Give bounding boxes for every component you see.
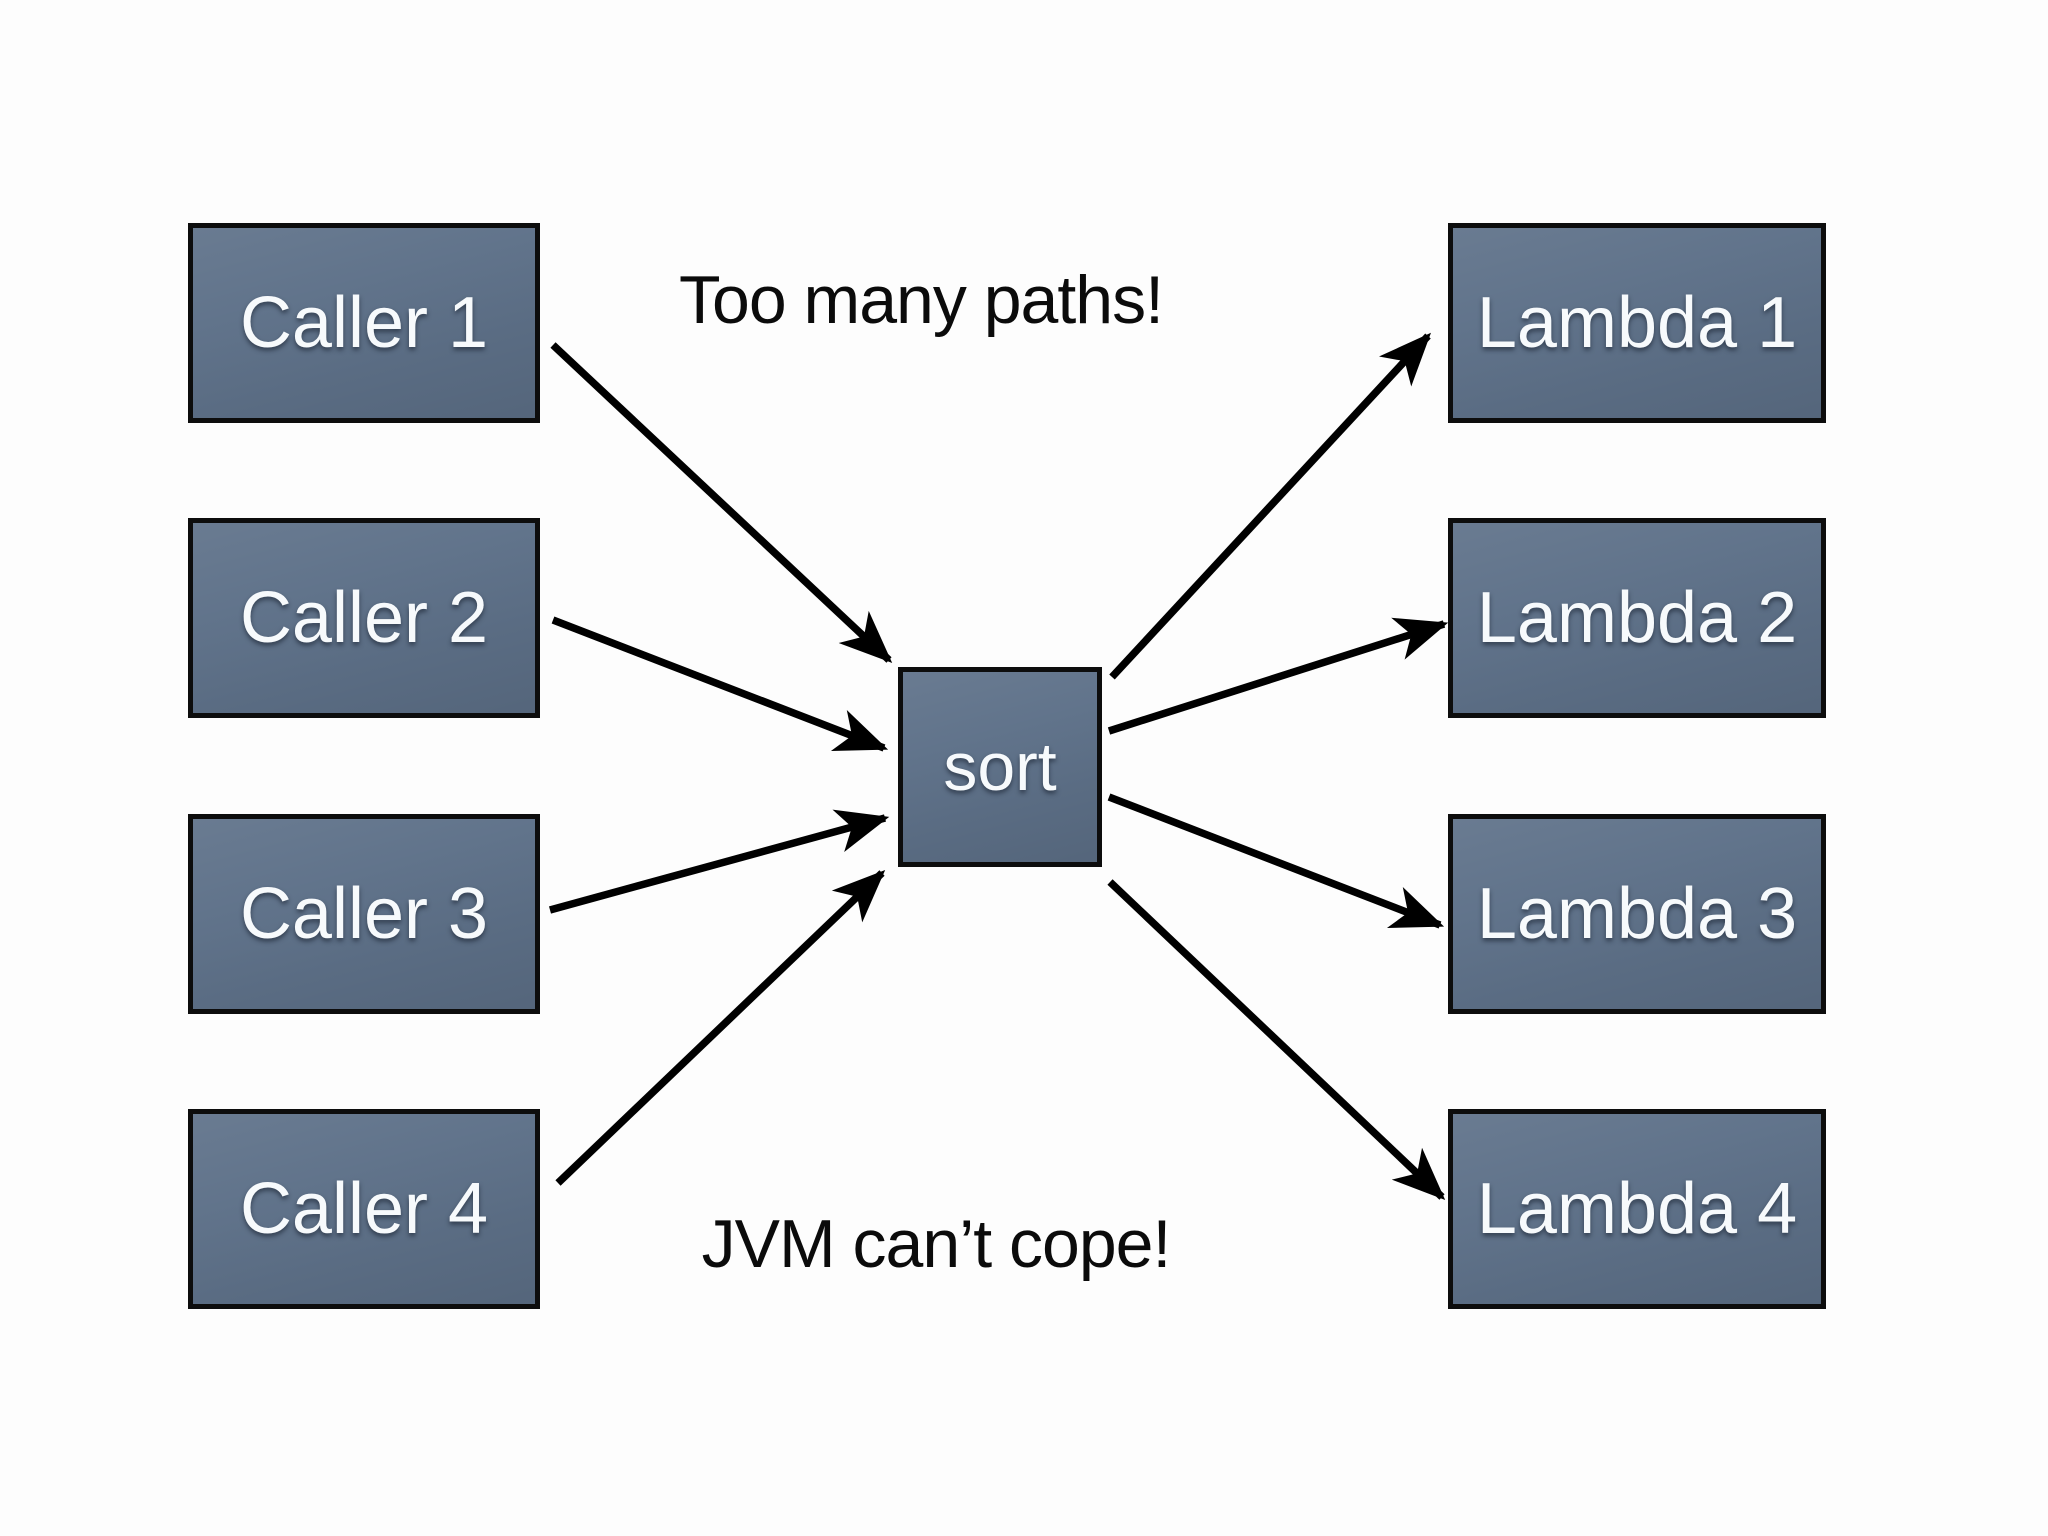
node-caller-2: Caller 2 <box>188 518 540 718</box>
node-lambda-3: Lambda 3 <box>1448 814 1826 1014</box>
node-lambda-3-label: Lambda 3 <box>1476 874 1798 954</box>
edge-sort-to-lambda-1 <box>1109 332 1431 680</box>
node-caller-1: Caller 1 <box>188 223 540 423</box>
node-caller-2-label: Caller 2 <box>239 578 489 658</box>
node-lambda-4-label: Lambda 4 <box>1476 1169 1798 1249</box>
edge-caller-3-to-sort <box>549 809 890 914</box>
node-lambda-1: Lambda 1 <box>1448 223 1826 423</box>
node-lambda-1-label: Lambda 1 <box>1476 283 1798 363</box>
edge-sort-to-lambda-4 <box>1107 879 1446 1201</box>
edge-caller-4-to-sort <box>555 869 886 1186</box>
edge-sort-to-lambda-2 <box>1107 617 1449 735</box>
node-caller-4: Caller 4 <box>188 1109 540 1309</box>
edge-caller-1-to-sort <box>550 342 893 664</box>
node-lambda-4: Lambda 4 <box>1448 1109 1826 1309</box>
node-caller-3-label: Caller 3 <box>239 874 489 954</box>
node-lambda-2-label: Lambda 2 <box>1476 578 1798 658</box>
caption-too-many-paths: Too many paths! <box>679 262 1164 338</box>
node-caller-4-label: Caller 4 <box>239 1169 489 1249</box>
node-sort-label: sort <box>943 729 1057 805</box>
node-caller-1-label: Caller 1 <box>239 283 489 363</box>
node-lambda-2: Lambda 2 <box>1448 518 1826 718</box>
edge-sort-to-lambda-3 <box>1107 793 1445 929</box>
node-sort: sort <box>898 667 1102 867</box>
caption-jvm-cant-cope: JVM can’t cope! <box>701 1206 1172 1282</box>
node-caller-3: Caller 3 <box>188 814 540 1014</box>
edge-caller-2-to-sort <box>551 616 889 752</box>
